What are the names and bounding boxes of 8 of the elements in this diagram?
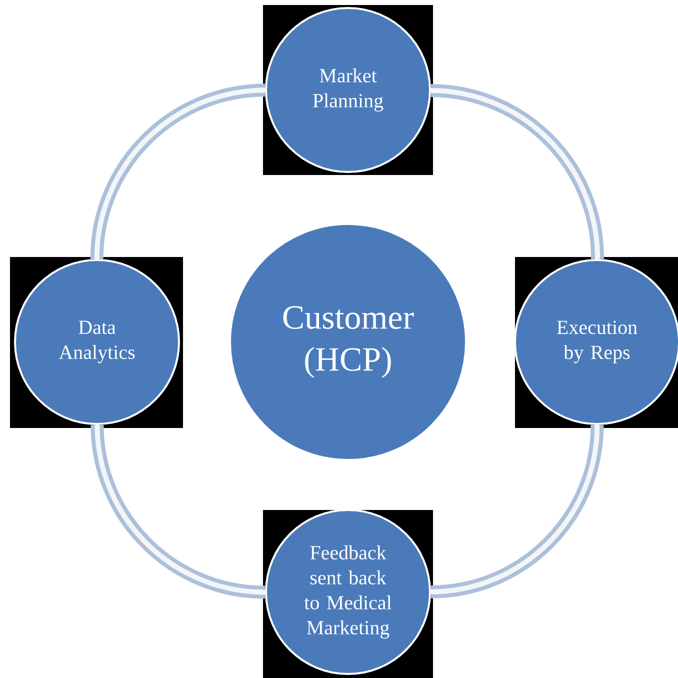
ring-arc bbox=[430, 424, 604, 598]
circle-node: Execution by Reps bbox=[514, 257, 678, 428]
circle-node: Customer (HCP) bbox=[229, 223, 467, 461]
ring-arc bbox=[90, 424, 266, 599]
ring-arc bbox=[90, 84, 266, 260]
circle-node: Market Planning bbox=[263, 5, 433, 175]
ring-arc bbox=[430, 84, 604, 260]
circle-node: Feedback sent back to Medical Marketing bbox=[263, 509, 433, 678]
